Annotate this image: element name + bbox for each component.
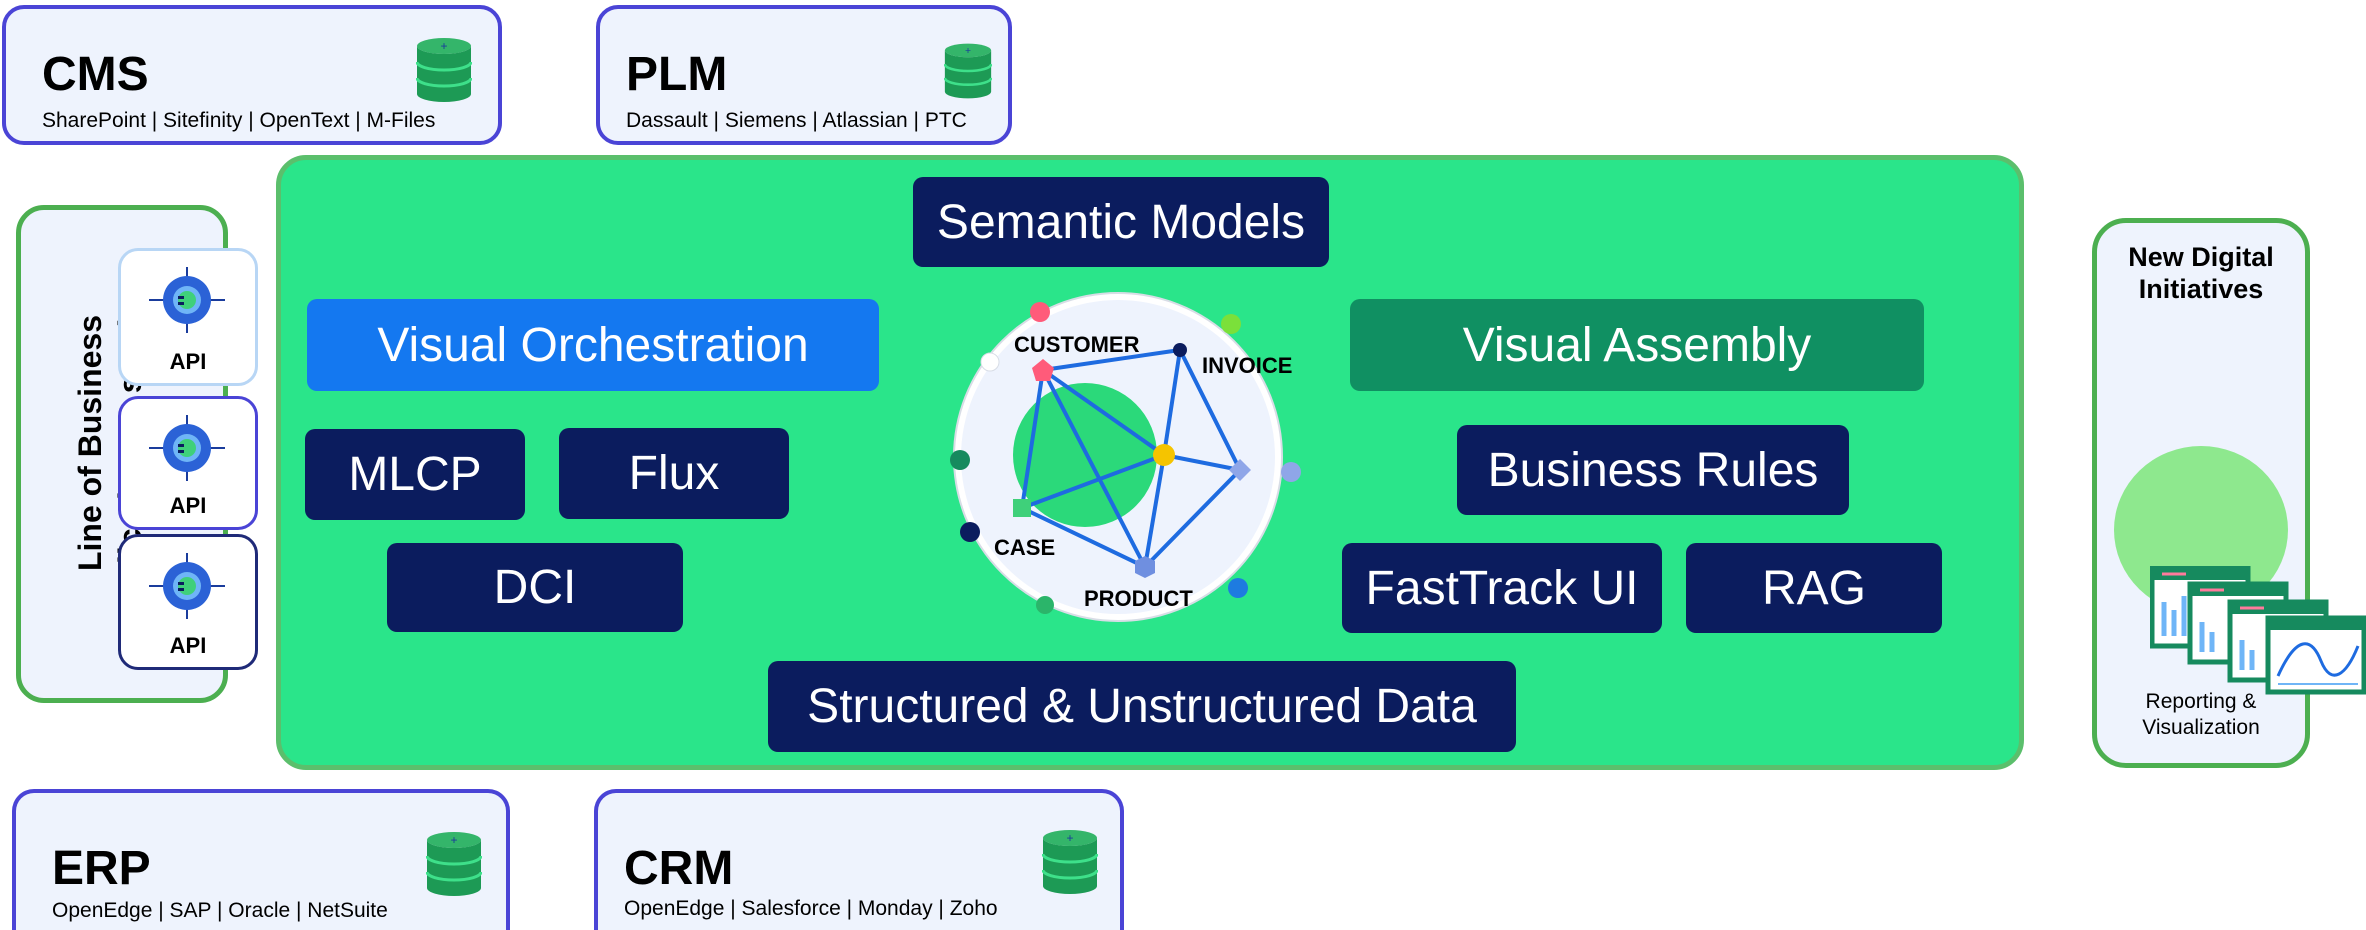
api-connector: API <box>118 248 258 386</box>
svg-text:+: + <box>1066 831 1073 845</box>
plm-system-box: PLM Dassault | Siemens | Atlassian | PTC… <box>596 5 1012 145</box>
erp-title: ERP <box>52 842 151 895</box>
crm-system-box: CRM OpenEdge | Salesforce | Monday | Zoh… <box>594 789 1124 930</box>
cms-system-box: CMS SharePoint | Sitefinity | OpenText |… <box>2 5 502 145</box>
invoice-node <box>1173 343 1187 357</box>
api-label: API <box>169 349 207 374</box>
flux-box: Flux <box>559 428 789 519</box>
plug-icon <box>149 553 225 619</box>
erp-system-box: ERP OpenEdge | SAP | Oracle | NetSuite + <box>12 789 510 930</box>
plm-vendors: Dassault | Siemens | Atlassian | PTC <box>626 109 967 132</box>
orbit-dot <box>1221 314 1241 334</box>
orbit-dot <box>1030 302 1050 322</box>
plug-icon <box>149 415 225 481</box>
cms-title: CMS <box>42 48 149 101</box>
plm-title: PLM <box>626 48 728 101</box>
cms-vendors: SharePoint | Sitefinity | OpenText | M-F… <box>42 109 436 132</box>
orbit-dot <box>1228 578 1248 598</box>
dci-box: DCI <box>387 543 683 632</box>
svg-text:+: + <box>450 833 457 847</box>
api-label: API <box>169 633 207 658</box>
visual-assembly-box: Visual Assembly <box>1350 299 1924 391</box>
orbit-dot <box>950 450 970 470</box>
erp-vendors: OpenEdge | SAP | Oracle | NetSuite <box>52 899 388 922</box>
mlcp-box: MLCP <box>305 429 525 520</box>
database-icon: + <box>426 832 482 896</box>
api-label: API <box>169 493 207 518</box>
case-node <box>1013 499 1031 517</box>
customer-label: CUSTOMER <box>1014 332 1140 357</box>
hub-node <box>1153 444 1175 466</box>
dashboard-icon <box>2150 566 2366 695</box>
reporting-visualization-label: Reporting & Visualization <box>2142 690 2260 739</box>
orbit-dot <box>980 352 1000 372</box>
case-label: CASE <box>994 535 1055 560</box>
svg-text:+: + <box>440 39 447 53</box>
crm-vendors: OpenEdge | Salesforce | Monday | Zoho <box>624 897 998 920</box>
diamond-node <box>1229 459 1251 481</box>
api-connector: API <box>118 534 258 670</box>
product-node <box>1135 556 1155 578</box>
api-connector: API <box>118 396 258 530</box>
product-label: PRODUCT <box>1084 586 1193 611</box>
customer-node <box>1032 359 1054 381</box>
orbit-dot <box>1281 462 1301 482</box>
semantic-models-box: Semantic Models <box>913 177 1329 267</box>
invoice-label: INVOICE <box>1202 353 1292 378</box>
database-icon: + <box>1042 830 1098 894</box>
visual-orchestration-box: Visual Orchestration <box>307 299 879 391</box>
svg-text:+: + <box>965 46 971 57</box>
database-icon: + <box>416 38 472 102</box>
orbit-dot <box>1036 596 1054 614</box>
new-digital-initiatives-title: New Digital Initiatives <box>2128 242 2274 304</box>
crm-title: CRM <box>624 842 734 895</box>
orbit-dot <box>960 522 980 542</box>
business-rules-box: Business Rules <box>1457 425 1849 515</box>
fasttrack-ui-box: FastTrack UI <box>1342 543 1662 633</box>
database-icon: + <box>944 43 992 99</box>
structured-unstructured-data-box: Structured & Unstructured Data <box>768 661 1516 752</box>
plug-icon <box>149 267 225 333</box>
knowledge-graph: CUSTOMER INVOICE CASE PRODUCT <box>950 292 1301 622</box>
rag-box: RAG <box>1686 543 1942 633</box>
